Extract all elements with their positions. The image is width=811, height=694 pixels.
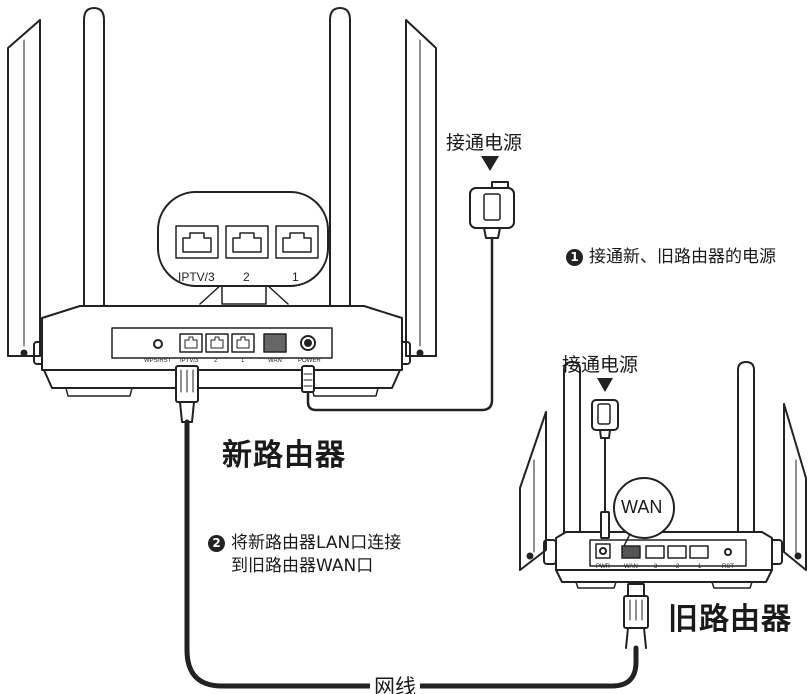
step2-line2: 到旧路由器WAN口: [231, 556, 374, 576]
antenna-left-inner: [83, 7, 105, 367]
panel-label-1: 1: [241, 358, 245, 364]
new-router-title: 新路由器: [222, 438, 346, 473]
old-antenna-left-outer: [519, 411, 547, 571]
old-panel-label-rst: RST: [722, 564, 734, 570]
old-panel-label-pwr: PWR: [596, 564, 610, 570]
panel-label-iptv3: IPTV/3: [180, 358, 199, 364]
network-cable: [175, 365, 649, 689]
power-label-new: 接通电源: [446, 132, 523, 154]
old-panel-label-wan: WAN: [624, 564, 638, 570]
antenna-right-outer: [405, 19, 437, 357]
power-label-old: 接通电源: [562, 354, 639, 376]
step1-instruction: 1 接通新、旧路由器的电源: [566, 246, 776, 269]
step1-text: 接通新、旧路由器的电源: [589, 247, 776, 267]
step1-number: 1: [566, 249, 583, 266]
arrow-down-icon: [481, 156, 499, 171]
step2-instruction: 2 将新路由器LAN口连接 到旧路由器WAN口: [208, 532, 401, 578]
new-router-panel: [111, 327, 333, 359]
panel-label-2: 2: [214, 358, 218, 364]
arrow-down-icon: [597, 378, 613, 392]
old-panel-label-2: 2: [676, 564, 680, 570]
old-antenna-right-outer: [783, 403, 807, 571]
old-antenna-left-inner: [563, 361, 581, 539]
port-zoom-callout: [157, 191, 329, 287]
antenna-left-outer: [7, 19, 41, 357]
old-panel-label-1: 1: [698, 564, 702, 570]
new-power-adapter: [301, 181, 515, 412]
zoom-port-label-iptv3: IPTV/3: [178, 270, 215, 284]
antenna-right-inner: [329, 7, 351, 367]
zoom-port-label-1: 1: [292, 270, 299, 284]
new-router-graphic: [7, 7, 437, 397]
wan-callout-label: WAN: [621, 497, 663, 517]
old-router-graphic: [519, 361, 807, 589]
cable-label: 网线: [370, 671, 420, 694]
panel-label-power: POWER: [298, 358, 321, 364]
old-router-title: 旧路由器: [668, 602, 792, 637]
step2-line1: 将新路由器LAN口连接: [231, 533, 402, 553]
old-panel-label-3: 3: [654, 564, 658, 570]
wan-callout-circle: [613, 477, 675, 539]
panel-label-wan: WAN: [268, 358, 282, 364]
zoom-port-label-2: 2: [243, 270, 250, 284]
step2-number: 2: [208, 535, 225, 552]
panel-label-wps-rst: WPS/RST: [144, 358, 172, 364]
old-antenna-right-inner: [737, 361, 755, 539]
